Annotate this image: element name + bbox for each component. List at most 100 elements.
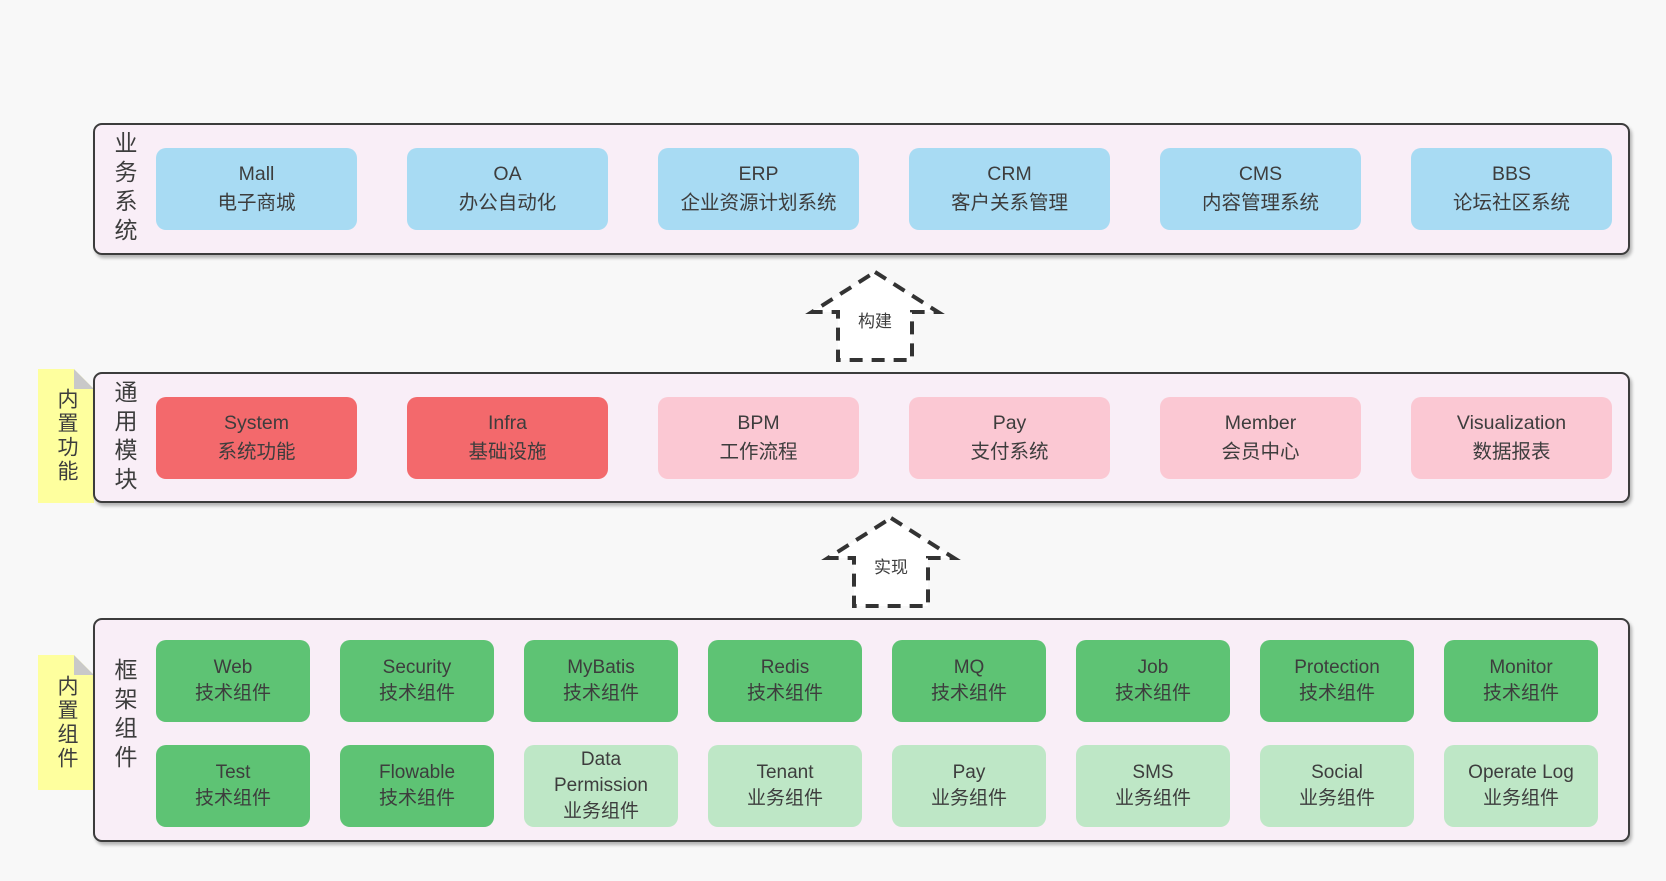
panel-side-label-common-modules: 通用模块: [111, 379, 137, 496]
box-name: Member: [1224, 411, 1297, 434]
box-name: Security: [382, 657, 452, 678]
box-desc: 数据报表: [1472, 440, 1551, 463]
box-redis: Redis 技术组件: [708, 640, 862, 722]
box-name: Redis: [760, 657, 810, 678]
box-name: MyBatis: [567, 657, 635, 678]
arrow-implement: 实现: [821, 512, 961, 608]
box-desc: 业务组件: [1482, 788, 1559, 809]
box-name: Monitor: [1489, 657, 1553, 678]
box-social: Social 业务组件: [1260, 745, 1414, 827]
box-name: Mall: [238, 163, 275, 185]
box-monitor: Monitor 技术组件: [1444, 640, 1598, 722]
box-visualization: Visualization 数据报表: [1411, 396, 1612, 479]
sticky-note-builtin-components: 内置组件: [38, 655, 94, 790]
box-system: System 系统功能: [156, 396, 357, 479]
framework-components-row-2: Test 技术组件 Flowable 技术组件 Data Permission …: [156, 745, 1598, 827]
box-desc: 论坛社区系统: [1452, 192, 1570, 214]
box-name: CRM: [987, 163, 1032, 185]
panel-side-label-framework-components: 框架组件: [111, 658, 137, 774]
common-modules-row: System 系统功能 Infra 基础设施 BPM 工作流程 Pay 支付系统…: [156, 374, 1612, 501]
box-desc: 系统功能: [217, 440, 296, 463]
framework-components-rows: Web 技术组件 Security 技术组件 MyBatis 技术组件 Redi…: [156, 640, 1598, 827]
box-bbs: BBS 论坛社区系统: [1411, 148, 1612, 230]
box-name: Visualization: [1456, 411, 1567, 434]
box-data-permission: Data Permission 业务组件: [524, 745, 678, 827]
box-desc: 工作流程: [719, 440, 798, 463]
box-name: Pay: [992, 411, 1027, 434]
box-desc: 内容管理系统: [1201, 192, 1319, 214]
box-name: Infra: [487, 411, 528, 434]
box-desc: 业务组件: [562, 801, 639, 822]
box-desc: 会员中心: [1221, 440, 1300, 463]
box-name: Tenant: [756, 762, 814, 783]
box-desc: 技术组件: [378, 788, 455, 809]
box-desc: 业务组件: [930, 788, 1007, 809]
box-desc: 办公自动化: [458, 192, 557, 214]
box-protection: Protection 技术组件: [1260, 640, 1414, 722]
box-desc: 技术组件: [1482, 683, 1559, 704]
box-mall: Mall 电子商城: [156, 148, 357, 230]
box-name: Data Permission: [554, 749, 648, 796]
box-name: Social: [1311, 762, 1363, 783]
box-cms: CMS 内容管理系统: [1160, 148, 1361, 230]
box-name: BPM: [737, 411, 780, 434]
box-desc: 电子商城: [217, 192, 296, 214]
business-systems-row: Mall 电子商城 OA 办公自动化 ERP 企业资源计划系统 CRM 客户关系…: [156, 125, 1612, 253]
box-desc: 客户关系管理: [950, 192, 1068, 214]
box-desc: 业务组件: [1114, 788, 1191, 809]
box-desc: 技术组件: [378, 683, 455, 704]
box-name: Operate Log: [1468, 762, 1574, 783]
box-name: CMS: [1238, 163, 1283, 185]
arrow-build: 构建: [805, 266, 945, 362]
box-desc: 技术组件: [746, 683, 823, 704]
panel-business-systems: 业务系统 Mall 电子商城 OA 办公自动化 ERP 企业资源计划系统 CRM…: [93, 123, 1630, 255]
box-name: Pay: [952, 762, 986, 783]
box-name: System: [223, 411, 289, 434]
box-name: ERP: [738, 163, 779, 185]
box-test: Test 技术组件: [156, 745, 310, 827]
box-tenant: Tenant 业务组件: [708, 745, 862, 827]
panel-side-label-business-systems: 业务系统: [111, 131, 137, 247]
box-desc: 技术组件: [1114, 683, 1191, 704]
framework-components-row-1: Web 技术组件 Security 技术组件 MyBatis 技术组件 Redi…: [156, 640, 1598, 722]
box-mybatis: MyBatis 技术组件: [524, 640, 678, 722]
box-desc: 支付系统: [970, 440, 1049, 463]
arrow-implement-label: 实现: [871, 558, 911, 578]
box-crm: CRM 客户关系管理: [909, 148, 1110, 230]
box-infra: Infra 基础设施: [407, 396, 608, 479]
sticky-label-builtin-components: 内置组件: [55, 674, 78, 771]
box-desc: 业务组件: [746, 788, 823, 809]
box-security: Security 技术组件: [340, 640, 494, 722]
box-desc: 企业资源计划系统: [680, 192, 837, 214]
box-operate-log: Operate Log 业务组件: [1444, 745, 1598, 827]
box-desc: 业务组件: [1298, 788, 1375, 809]
box-name: Flowable: [378, 762, 456, 783]
box-member: Member 会员中心: [1160, 396, 1361, 479]
box-name: MQ: [953, 657, 985, 678]
box-name: SMS: [1132, 762, 1174, 783]
box-web: Web 技术组件: [156, 640, 310, 722]
box-desc: 技术组件: [194, 788, 271, 809]
box-bpm: BPM 工作流程: [658, 396, 859, 479]
box-erp: ERP 企业资源计划系统: [658, 148, 859, 230]
box-desc: 技术组件: [562, 683, 639, 704]
panel-common-modules: 通用模块 System 系统功能 Infra 基础设施 BPM 工作流程 Pay…: [93, 372, 1630, 503]
box-oa: OA 办公自动化: [407, 148, 608, 230]
box-pay-component: Pay 业务组件: [892, 745, 1046, 827]
box-desc: 技术组件: [194, 683, 271, 704]
sticky-label-builtin-features: 内置功能: [55, 388, 78, 484]
sticky-note-builtin-features: 内置功能: [38, 369, 94, 503]
box-sms: SMS 业务组件: [1076, 745, 1230, 827]
box-name: Web: [213, 657, 253, 678]
box-pay-module: Pay 支付系统: [909, 396, 1110, 479]
box-name: Test: [215, 762, 251, 783]
box-job: Job 技术组件: [1076, 640, 1230, 722]
box-desc: 技术组件: [1298, 683, 1375, 704]
panel-framework-components: 框架组件 Web 技术组件 Security 技术组件 MyBatis 技术组件…: [93, 618, 1630, 842]
box-name: Protection: [1294, 657, 1380, 678]
box-name: OA: [493, 163, 522, 185]
box-name: Job: [1137, 657, 1169, 678]
box-flowable: Flowable 技术组件: [340, 745, 494, 827]
arrow-build-label: 构建: [855, 312, 895, 332]
